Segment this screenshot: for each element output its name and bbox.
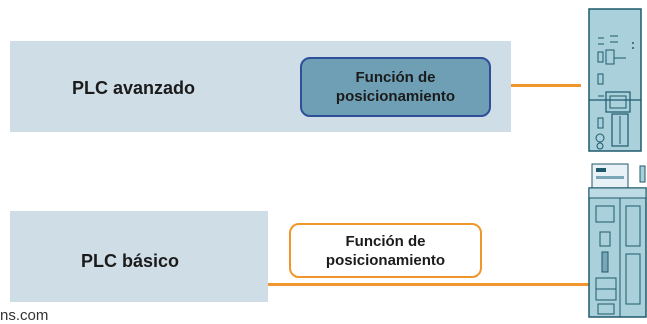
basic-function-line1: Función de: [345, 232, 426, 250]
basic-function-line2: posicionamiento: [325, 251, 446, 269]
basic-positioning-function-box: Función de posicionamiento: [289, 223, 482, 278]
basic-connector-line: [268, 283, 594, 286]
advanced-connector-line: [511, 84, 581, 87]
advanced-function-line1: Función de: [355, 69, 436, 86]
positioning-module-icon: [588, 8, 642, 152]
drive-unit-icon: [588, 163, 647, 318]
basic-plc-panel: [10, 211, 268, 302]
watermark-text: ns.com: [0, 307, 49, 324]
advanced-function-line2: posicionamiento: [335, 88, 456, 105]
basic-plc-label: PLC básico: [81, 251, 180, 271]
advanced-plc-label: PLC avanzado: [72, 78, 196, 98]
advanced-positioning-function-box: Función de posicionamiento: [300, 57, 491, 117]
